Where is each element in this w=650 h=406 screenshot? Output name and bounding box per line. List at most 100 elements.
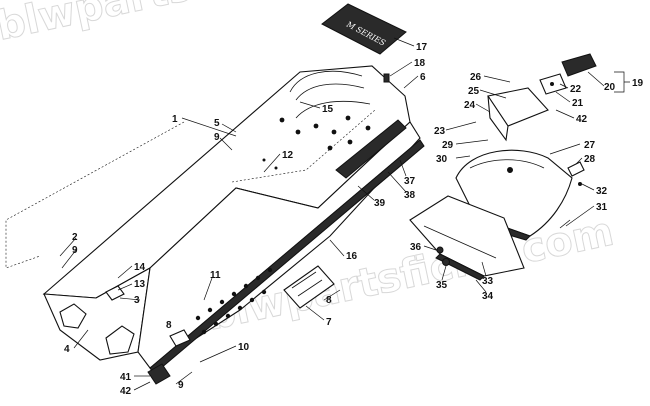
hole bbox=[365, 125, 371, 131]
callouts: 1 2 9 3 4 5 9 6 7 8 8 9 10 11 12 13 14 1… bbox=[64, 42, 644, 397]
leader-17 bbox=[393, 37, 415, 47]
leader-1 bbox=[181, 117, 237, 137]
callout-34: 34 bbox=[482, 291, 494, 302]
callout-25: 25 bbox=[468, 86, 480, 97]
hole bbox=[255, 275, 261, 281]
decal-17-body bbox=[321, 3, 407, 55]
rivet-31 bbox=[559, 219, 571, 229]
hole bbox=[243, 283, 249, 289]
taillight-lens bbox=[539, 53, 597, 95]
fastener-18 bbox=[383, 73, 390, 83]
leader-35 bbox=[441, 265, 447, 281]
callout-30: 30 bbox=[436, 154, 448, 165]
callout-32: 32 bbox=[596, 186, 608, 197]
washer-36 bbox=[436, 246, 444, 254]
callout-17: 17 bbox=[416, 42, 428, 53]
taillight-lens-body bbox=[561, 53, 597, 77]
leader-36 bbox=[423, 245, 437, 251]
deck-holes bbox=[262, 115, 371, 170]
leader-26 bbox=[483, 75, 511, 83]
callout-3: 3 bbox=[134, 295, 140, 306]
stud-plate bbox=[283, 265, 335, 309]
callout-16: 16 bbox=[346, 251, 358, 262]
leader-30 bbox=[455, 155, 471, 159]
leader-16 bbox=[329, 239, 345, 257]
callout-29: 29 bbox=[442, 140, 454, 151]
bumper-hole bbox=[507, 167, 513, 173]
leader-5 bbox=[221, 123, 237, 133]
snow-flap-line bbox=[423, 225, 497, 259]
leader-9b bbox=[61, 249, 77, 269]
callout-42b: 42 bbox=[576, 114, 588, 125]
callout-39: 39 bbox=[374, 198, 386, 209]
leader-42a bbox=[133, 381, 151, 391]
side-wall-holes bbox=[195, 267, 273, 335]
callout-20: 20 bbox=[604, 82, 616, 93]
leader-8a bbox=[323, 289, 341, 301]
leader-27 bbox=[549, 143, 581, 155]
hole bbox=[213, 321, 219, 327]
hole bbox=[249, 297, 255, 303]
hole bbox=[201, 329, 207, 335]
hole bbox=[279, 117, 285, 123]
leader-24 bbox=[475, 103, 491, 113]
leader-9a bbox=[219, 137, 233, 151]
leader-9c bbox=[175, 371, 193, 385]
deck-seam bbox=[95, 187, 319, 299]
stud-plate-body bbox=[283, 265, 335, 309]
leader-12 bbox=[263, 153, 281, 173]
callout-6: 6 bbox=[420, 72, 426, 83]
leader-10 bbox=[199, 345, 237, 363]
callout-5: 5 bbox=[214, 118, 220, 129]
leader-2 bbox=[59, 237, 77, 257]
bracket-8-left bbox=[169, 329, 191, 347]
leader-25 bbox=[479, 89, 507, 99]
leader-15 bbox=[299, 101, 321, 109]
taillight-housing-side bbox=[487, 95, 509, 142]
callout-14: 14 bbox=[134, 262, 146, 273]
callout-9b: 9 bbox=[72, 245, 78, 256]
callout-23: 23 bbox=[434, 126, 446, 137]
leader-6 bbox=[403, 75, 419, 89]
leader-42b bbox=[555, 109, 575, 119]
leader-7 bbox=[305, 305, 325, 321]
tunnel-side-decal bbox=[335, 119, 407, 179]
hole bbox=[327, 145, 333, 151]
hole bbox=[295, 129, 301, 135]
hole bbox=[347, 139, 353, 145]
callout-13: 13 bbox=[134, 279, 146, 290]
leader-34 bbox=[475, 279, 487, 293]
clip-28 bbox=[567, 161, 585, 177]
callout-27: 27 bbox=[584, 140, 596, 151]
callout-35: 35 bbox=[436, 280, 448, 291]
leader-23 bbox=[445, 121, 477, 131]
callout-2: 2 bbox=[72, 232, 78, 243]
callout-24: 24 bbox=[464, 100, 476, 111]
leader-20 bbox=[587, 71, 605, 87]
nut-35 bbox=[442, 258, 450, 266]
callout-21: 21 bbox=[572, 98, 584, 109]
callout-38: 38 bbox=[404, 190, 416, 201]
callout-26: 26 bbox=[470, 72, 482, 83]
leader-11 bbox=[203, 277, 213, 301]
leader-31 bbox=[565, 205, 595, 227]
hole bbox=[207, 307, 213, 313]
hole bbox=[231, 291, 237, 297]
callout-36: 36 bbox=[410, 242, 422, 253]
leader-28 bbox=[575, 157, 583, 165]
tunnel-rear-cutout bbox=[105, 325, 135, 355]
callout-4: 4 bbox=[64, 344, 70, 355]
callout-10: 10 bbox=[238, 342, 250, 353]
callout-37: 37 bbox=[404, 176, 416, 187]
hole bbox=[195, 315, 201, 321]
callout-9c: 9 bbox=[178, 380, 184, 391]
hole bbox=[225, 313, 231, 319]
leader-13 bbox=[117, 283, 133, 291]
rear-bumper-rim bbox=[469, 159, 545, 169]
leader-37 bbox=[399, 159, 407, 177]
taillight-housing bbox=[487, 87, 549, 142]
callout-8b: 8 bbox=[166, 320, 172, 331]
leader-4 bbox=[73, 329, 89, 349]
hole bbox=[274, 166, 278, 170]
